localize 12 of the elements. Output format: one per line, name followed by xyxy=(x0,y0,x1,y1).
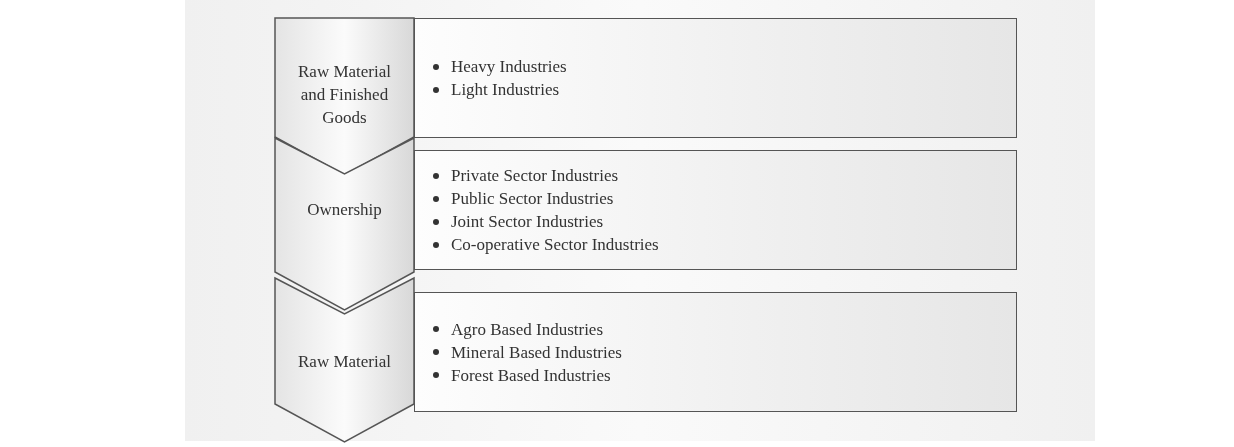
list-item-text: Joint Sector Industries xyxy=(451,211,604,233)
list-item-text: Forest Based Industries xyxy=(451,364,611,387)
list-item-text: Heavy Industries xyxy=(451,56,567,78)
list-item-text: Private Sector Industries xyxy=(451,165,619,187)
chevron-label: Raw Material and Finished Goods xyxy=(297,61,392,129)
list-item-text: Public Sector Industries xyxy=(451,188,614,210)
list-item-text: Agro Based Industries xyxy=(451,318,604,341)
chevron-label: Raw Material xyxy=(297,351,392,373)
list-item-text: Co-operative Sector Industries xyxy=(451,234,659,256)
chevron-label: Ownership xyxy=(306,199,383,221)
list-item-text: Light Industries xyxy=(451,79,560,101)
list-item-text: Mineral Based Industries xyxy=(451,341,622,364)
